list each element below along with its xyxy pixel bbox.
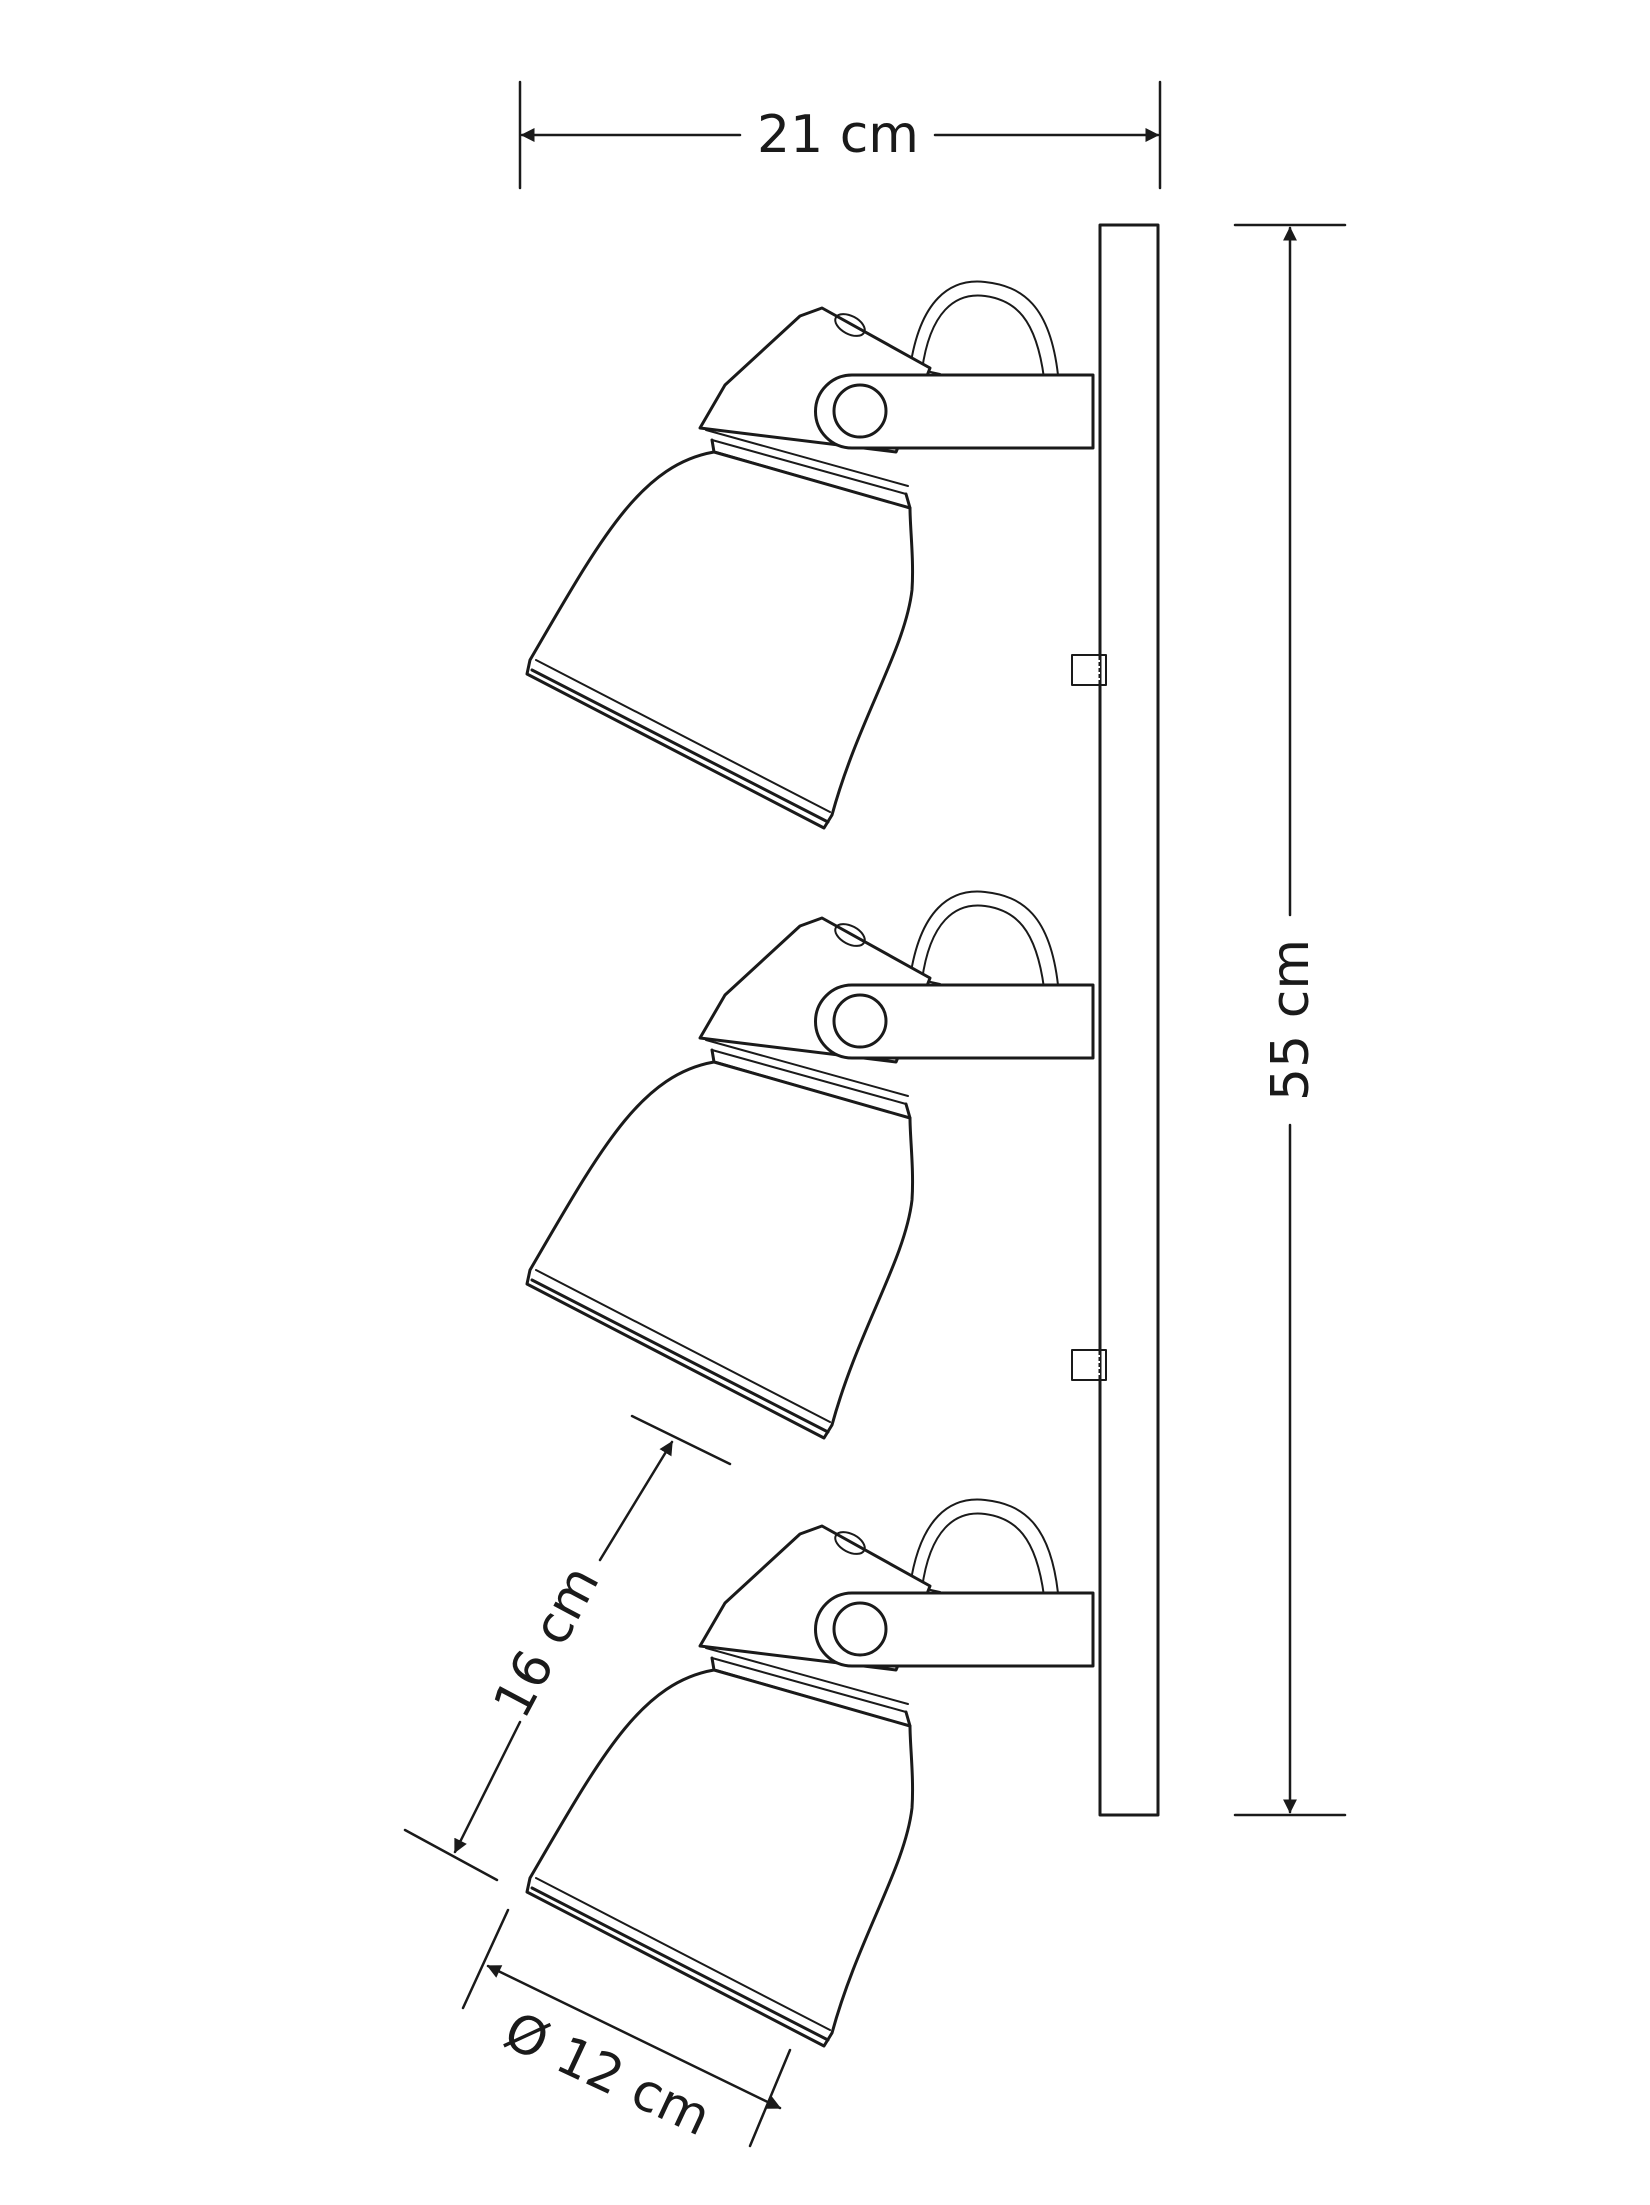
spotlight-middle	[525, 890, 1095, 1440]
wall-bar	[1098, 223, 1160, 1817]
height-label: 55 cm	[1261, 939, 1321, 1101]
width-dimension: 21 cm	[518, 80, 1162, 190]
height-dimension: 55 cm	[1233, 223, 1347, 1817]
width-label: 21 cm	[757, 105, 919, 165]
spotlight-bottom	[525, 1498, 1095, 2048]
spacing-label: 16 cm	[482, 1556, 611, 1727]
spotlight-top	[525, 280, 1095, 830]
